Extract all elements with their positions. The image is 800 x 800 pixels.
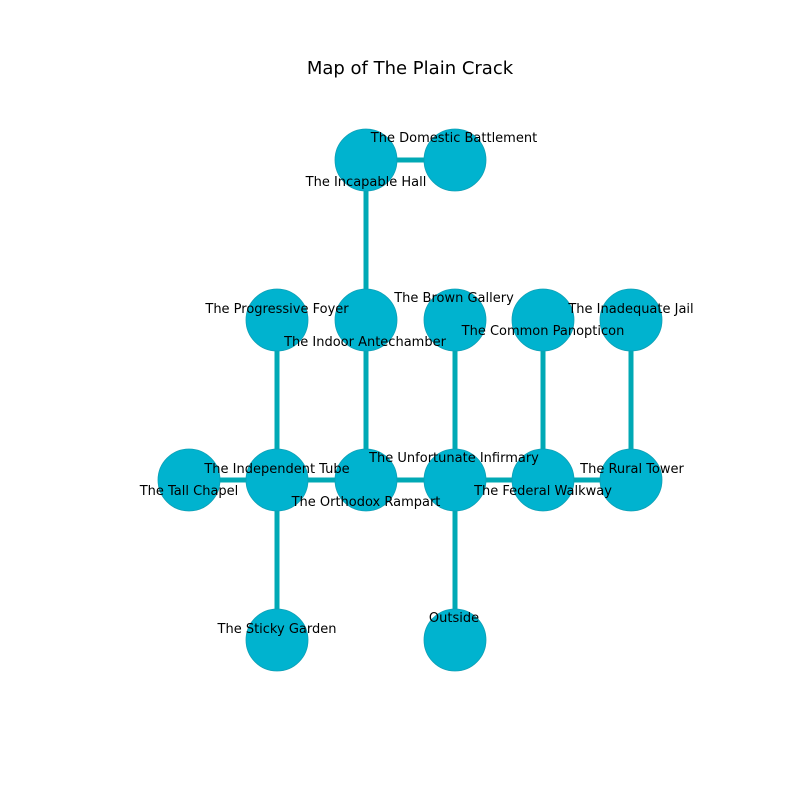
room-label-common-panopticon: The Common Panopticon [461,324,625,339]
room-node-domestic-battlement [423,128,487,192]
room-node-outside [423,608,487,672]
room-label-brown-gallery: The Brown Gallery [393,291,514,306]
room-label-sticky-garden: The Sticky Garden [217,622,337,637]
room-node-inadequate-jail [599,288,663,352]
room-node-indoor-antechamber [334,288,398,352]
room-label-independent-tube: The Independent Tube [203,462,349,477]
room-label-inadequate-jail: The Inadequate Jail [567,302,693,317]
room-node-progressive-foyer [245,288,309,352]
room-labels-layer: The Incapable Hall The Domestic Battlemen… [139,131,694,637]
room-node-sticky-garden [245,608,309,672]
room-label-indoor-antechamber: The Indoor Antechamber [283,335,447,350]
room-label-tall-chapel: The Tall Chapel [139,484,239,499]
room-label-domestic-battlement: The Domestic Battlement [370,131,537,146]
room-node-unfortunate-infirmary [423,448,487,512]
room-node-federal-walkway [511,448,575,512]
room-node-brown-gallery [423,288,487,352]
connections-layer [189,157,634,640]
room-node-rural-tower [599,448,663,512]
room-label-incapable-hall: The Incapable Hall [305,175,427,190]
room-node-incapable-hall [334,128,398,192]
map-title: Map of The Plain Crack [307,58,514,79]
room-node-independent-tube [245,448,309,512]
room-label-outside: Outside [429,611,479,626]
room-node-tall-chapel [157,448,221,512]
room-node-orthodox-rampart [334,448,398,512]
rooms-layer [157,128,663,672]
room-node-common-panopticon [511,288,575,352]
room-label-orthodox-rampart: The Orthodox Rampart [291,495,441,510]
room-label-unfortunate-infirmary: The Unfortunate Infirmary [368,451,539,466]
room-label-progressive-foyer: The Progressive Foyer [204,302,349,317]
room-label-federal-walkway: The Federal Walkway [473,484,612,499]
room-label-rural-tower: The Rural Tower [579,462,684,477]
